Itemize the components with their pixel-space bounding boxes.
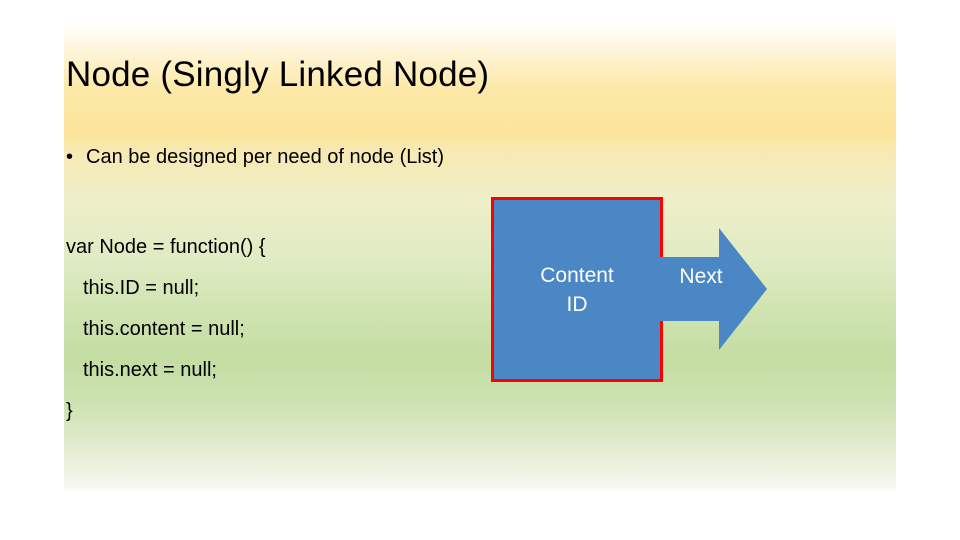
code-line: this.content = null; <box>83 318 245 340</box>
next-pointer-arrow-icon <box>657 228 767 350</box>
node-content-box: Content ID <box>491 197 663 382</box>
node-content-label: Content ID <box>517 261 637 319</box>
next-pointer-label: Next <box>679 265 723 288</box>
code-block: var Node = function() { this.ID = null; … <box>66 227 466 432</box>
code-line: this.next = null; <box>83 359 217 381</box>
code-line: var Node = function() { <box>66 236 266 258</box>
code-line: this.ID = null; <box>83 277 200 299</box>
bullet-item: • Can be designed per need of node (List… <box>66 146 826 169</box>
page-title: Node (Singly Linked Node) <box>66 55 490 94</box>
bullet-text: Can be designed per need of node (List) <box>86 146 445 168</box>
code-line: } <box>66 400 73 422</box>
node-content-label-line1: Content <box>540 263 614 287</box>
node-content-label-line2: ID <box>566 292 588 316</box>
bullet-marker-icon: • <box>66 146 74 168</box>
slide-background-gradient <box>64 22 896 492</box>
